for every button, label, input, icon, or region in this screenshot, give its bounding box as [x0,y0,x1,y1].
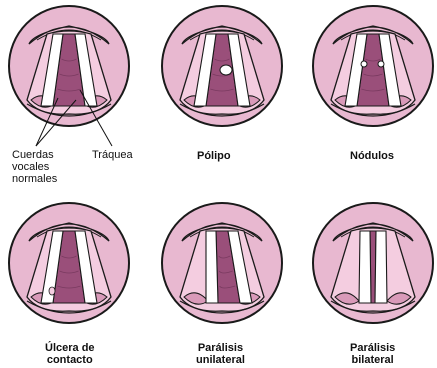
label-trachea: Tráquea [92,149,133,161]
larynx-bilateral-paralysis [311,201,435,325]
vocal-cord-right [375,231,387,303]
label-bilateral-paralysis: Parálisis bilateral [350,342,395,366]
polyp [220,65,232,75]
larynx-normal [7,4,131,128]
vocal-cord-left [359,231,371,303]
larynx-polyp [160,4,284,128]
ulcer [49,287,55,295]
nodule-left [361,61,367,67]
vocal-cord-left [206,231,218,303]
label-vocal-cords: Cuerdas vocales normales [12,149,57,185]
larynx-nodules [311,4,435,128]
label-polyp: Pólipo [197,150,231,162]
nodule-right [378,61,384,67]
label-unilateral-paralysis: Parálisis unilateral [196,342,245,366]
larynx-unilateral-paralysis [160,201,284,325]
label-contact-ulcer: Úlcera de contacto [45,342,95,366]
label-nodules: Nódulos [350,150,394,162]
larynx-contact-ulcer [7,201,131,325]
